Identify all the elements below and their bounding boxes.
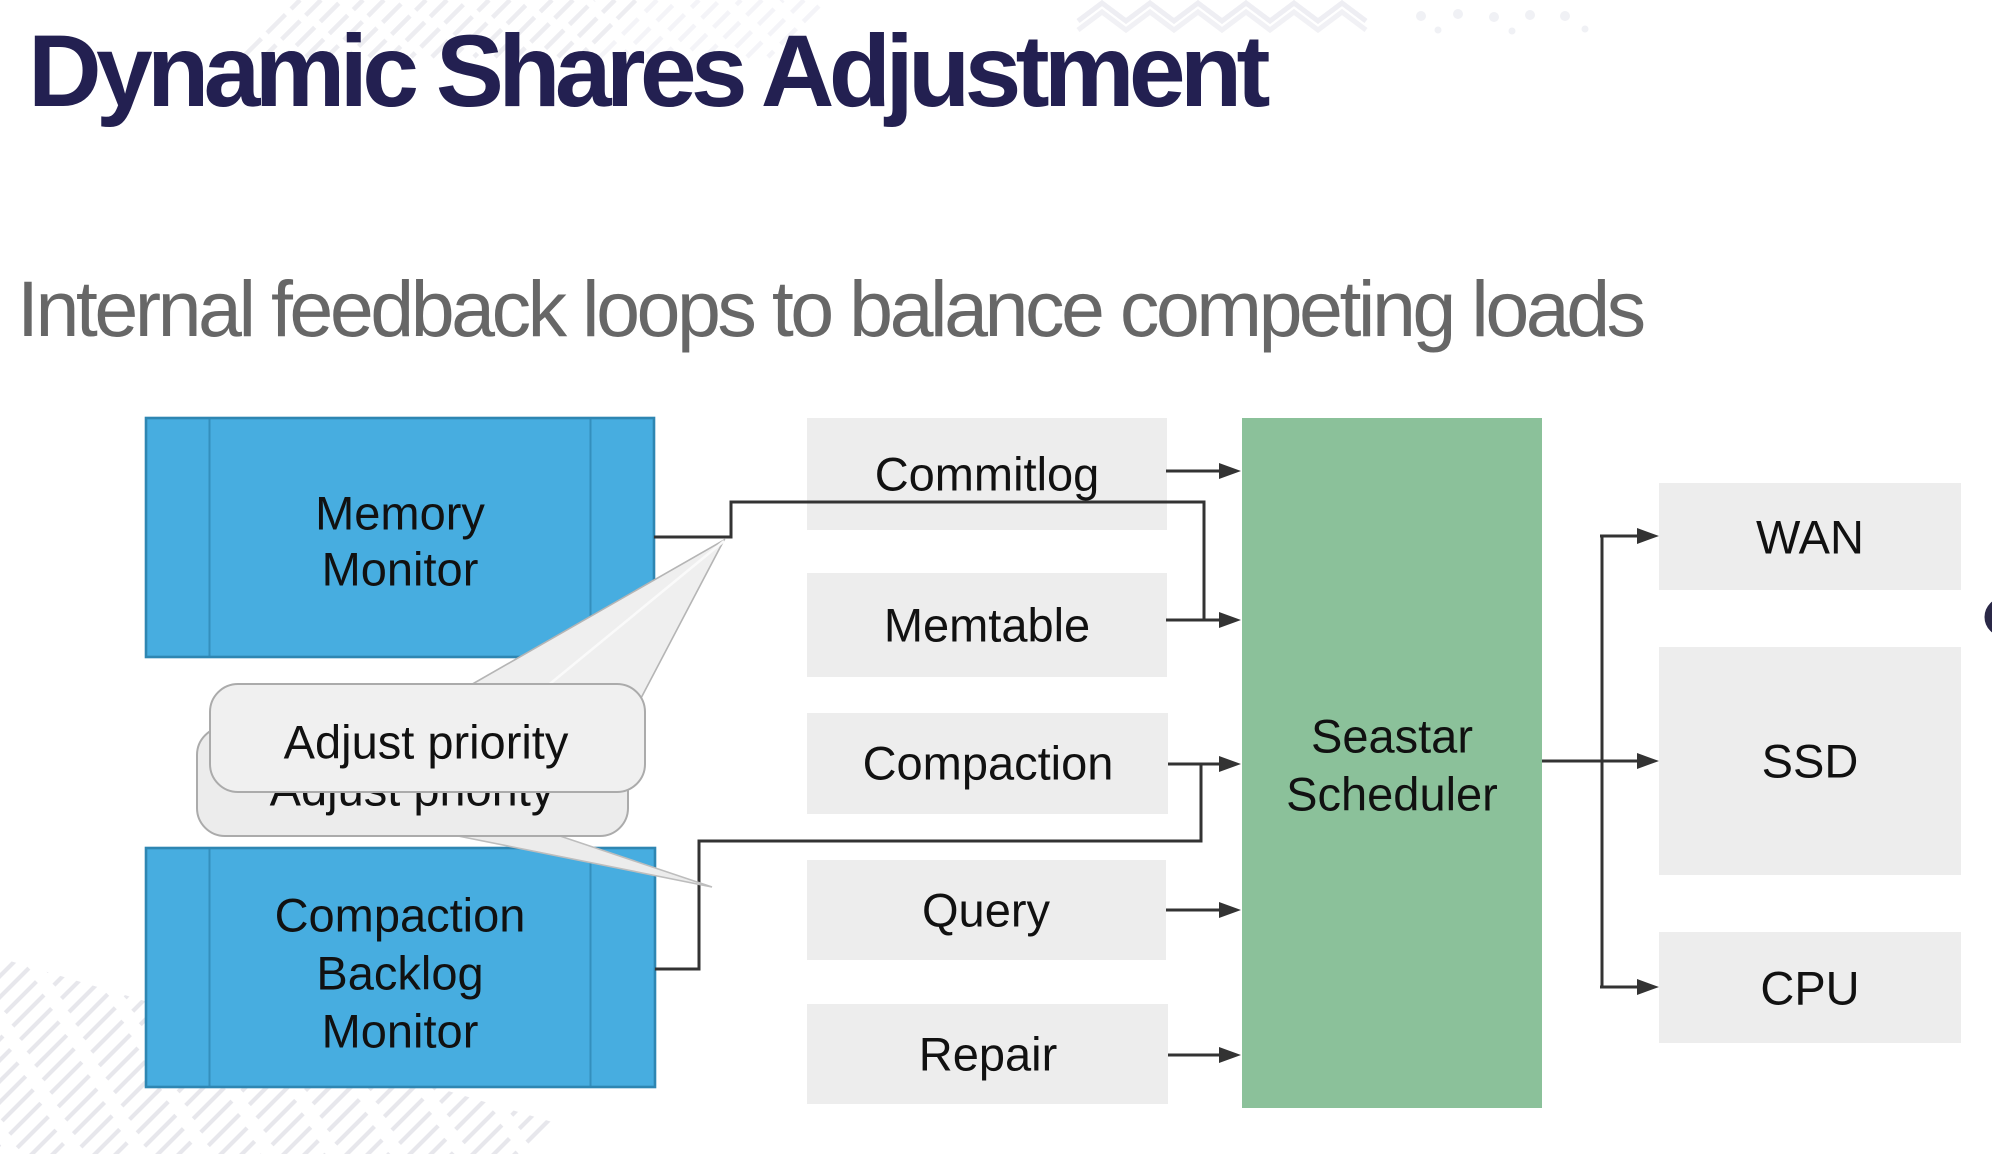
svg-text:CPU: CPU bbox=[1760, 962, 1859, 1015]
svg-text:Query: Query bbox=[922, 884, 1050, 937]
svg-text:Backlog: Backlog bbox=[316, 947, 483, 1000]
svg-text:Monitor: Monitor bbox=[322, 1005, 479, 1058]
svg-text:Repair: Repair bbox=[919, 1028, 1057, 1081]
svg-text:Compaction: Compaction bbox=[863, 737, 1114, 790]
svg-text:Monitor: Monitor bbox=[322, 543, 479, 596]
svg-text:SSD: SSD bbox=[1762, 735, 1859, 788]
svg-text:Compaction: Compaction bbox=[275, 889, 526, 942]
svg-text:Commitlog: Commitlog bbox=[875, 448, 1100, 501]
svg-text:WAN: WAN bbox=[1756, 511, 1864, 564]
svg-text:Seastar: Seastar bbox=[1311, 710, 1473, 763]
svg-text:Memory: Memory bbox=[315, 487, 485, 540]
svg-text:Adjust priority: Adjust priority bbox=[284, 716, 569, 769]
svg-text:Memtable: Memtable bbox=[884, 599, 1090, 652]
svg-text:Scheduler: Scheduler bbox=[1286, 768, 1498, 821]
